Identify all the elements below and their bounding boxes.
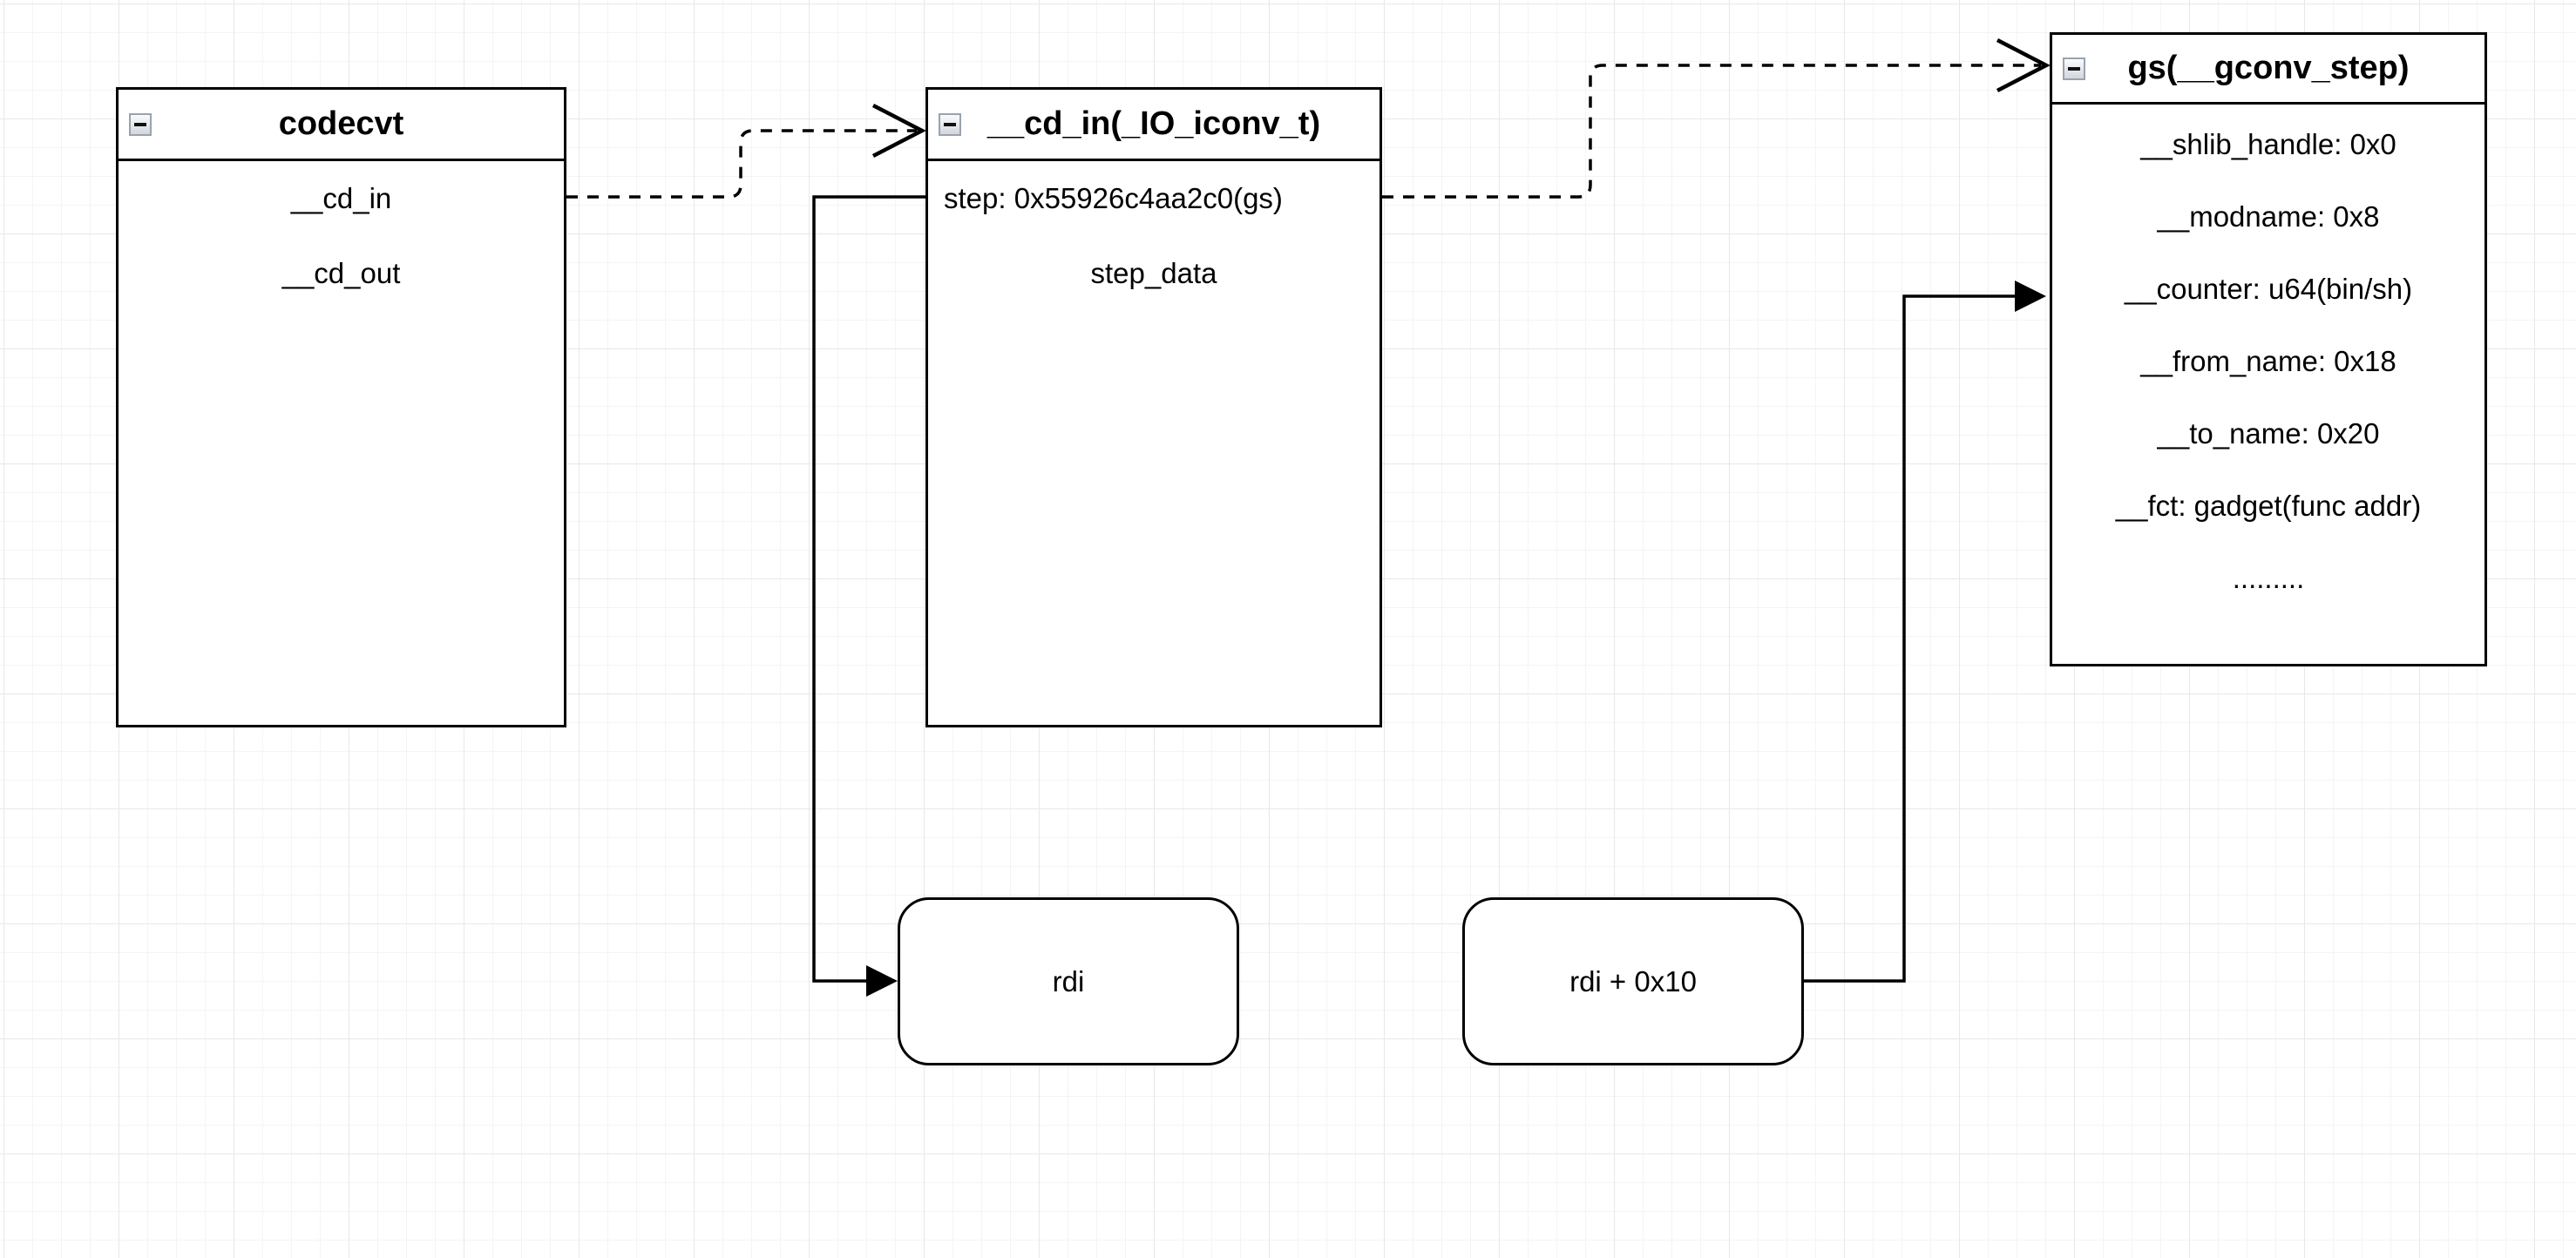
connector-rdi0x10-to-counter[interactable] bbox=[1802, 281, 2046, 983]
connector-codecvt-to-iconv[interactable] bbox=[566, 104, 926, 199]
box-title: codecvt bbox=[278, 105, 404, 142]
field-row-shlib-handle[interactable]: __shlib_handle: 0x0 bbox=[2140, 127, 2396, 160]
uml-box-codecvt[interactable]: codecvt __cd_in __cd_out bbox=[116, 87, 566, 727]
open-arrowhead bbox=[1996, 38, 2051, 92]
box-header: codecvt bbox=[119, 90, 564, 161]
field-row-cd-in[interactable]: __cd_in bbox=[290, 182, 392, 214]
field-row-step[interactable]: step: 0x55926c4aa2c0(gs) bbox=[944, 182, 1283, 214]
field-row-counter[interactable]: __counter: u64(bin/sh) bbox=[2124, 272, 2413, 305]
field-list: __cd_in __cd_out bbox=[119, 161, 564, 311]
field-list: step: 0x55926c4aa2c0(gs) step_data bbox=[928, 161, 1380, 311]
box-header: __cd_in(_IO_iconv_t) bbox=[928, 90, 1380, 161]
connector-step-to-gconv-step[interactable] bbox=[1382, 38, 2051, 199]
box-title: __cd_in(_IO_iconv_t) bbox=[986, 105, 1321, 142]
box-header: gs(__gconv_step) bbox=[2052, 35, 2484, 105]
collapse-minus-icon[interactable] bbox=[129, 112, 152, 136]
filled-arrowhead bbox=[866, 965, 898, 997]
field-row-fct[interactable]: __fct: gadget(func addr) bbox=[2115, 489, 2422, 522]
open-arrowhead bbox=[871, 104, 926, 158]
box-title: gs(__gconv_step) bbox=[2127, 50, 2410, 86]
field-list: __shlib_handle: 0x0 __modname: 0x8 __cou… bbox=[2052, 105, 2484, 614]
collapse-minus-icon[interactable] bbox=[939, 112, 961, 136]
filled-arrowhead bbox=[2015, 281, 2046, 312]
node-rdi-plus-0x10[interactable]: rdi + 0x10 bbox=[1462, 897, 1804, 1065]
field-row-to-name[interactable]: __to_name: 0x20 bbox=[2157, 416, 2380, 450]
uml-box-gconv-step[interactable]: gs(__gconv_step) __shlib_handle: 0x0 __m… bbox=[2050, 32, 2487, 666]
uml-box-cd-in-iconv[interactable]: __cd_in(_IO_iconv_t) step: 0x55926c4aa2c… bbox=[925, 87, 1382, 727]
field-row-step-data[interactable]: step_data bbox=[1090, 257, 1217, 289]
node-rdi[interactable]: rdi bbox=[898, 897, 1239, 1065]
field-row-modname[interactable]: __modname: 0x8 bbox=[2157, 200, 2380, 233]
minus-glyph bbox=[2068, 66, 2080, 71]
field-row-cd-out[interactable]: __cd_out bbox=[281, 257, 401, 289]
field-row-from-name[interactable]: __from_name: 0x18 bbox=[2140, 344, 2396, 377]
connector-iconv-to-rdi[interactable] bbox=[812, 195, 925, 997]
field-row-ellipsis[interactable]: ......... bbox=[2232, 561, 2305, 594]
minus-glyph bbox=[944, 122, 956, 126]
minus-glyph bbox=[134, 122, 146, 126]
collapse-minus-icon[interactable] bbox=[2063, 57, 2085, 80]
